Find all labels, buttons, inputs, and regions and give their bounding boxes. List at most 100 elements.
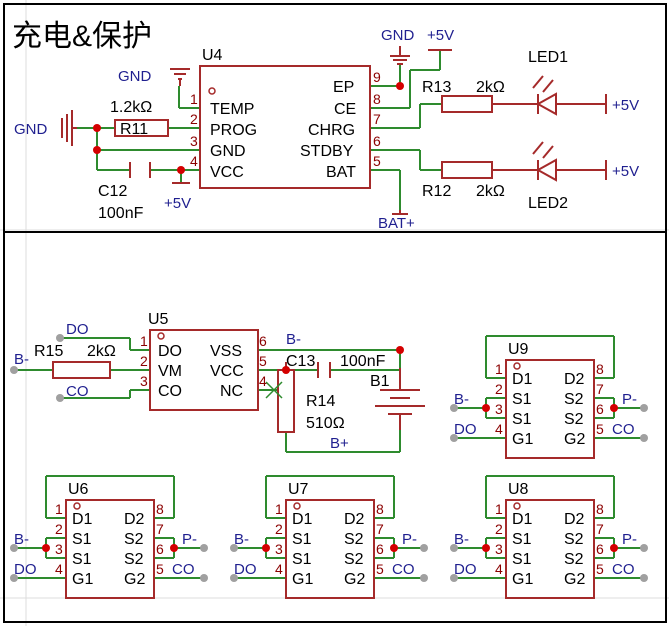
pin-number: 8 xyxy=(376,501,384,517)
pin-name: D2 xyxy=(564,511,585,528)
pin-number: 4 xyxy=(275,561,283,577)
net-endpoint xyxy=(640,544,648,552)
net-endpoint xyxy=(56,334,64,342)
pin-number: 2 xyxy=(55,521,63,537)
mosfet-body xyxy=(505,359,595,459)
bplus-net-label: B+ xyxy=(330,435,349,452)
pin-name: STDBY xyxy=(300,143,354,160)
net-endpoint xyxy=(420,574,428,582)
led1-supply-label: +5V xyxy=(612,97,639,114)
co-net-label: CO xyxy=(392,561,415,578)
pin-number: 1 xyxy=(55,501,63,517)
u4-ref: U4 xyxy=(202,47,223,64)
net-endpoint xyxy=(450,544,458,552)
pin-name: PROG xyxy=(210,122,257,139)
pin1-marker xyxy=(513,362,521,370)
co-net-label: CO xyxy=(612,421,635,438)
charger-section: U4 GND GND 1.2kΩ R11 C12 100nF +5V GND +… xyxy=(14,27,639,232)
pin-number: 6 xyxy=(596,401,604,417)
pin-number: 7 xyxy=(156,521,164,537)
junction-dot xyxy=(482,404,490,412)
junction-dot xyxy=(177,166,185,174)
led2-supply-label: +5V xyxy=(612,163,639,180)
r15-value: 2kΩ xyxy=(87,343,116,360)
pin-name: D1 xyxy=(512,511,533,528)
pin-number: 8 xyxy=(373,91,381,107)
pin-number: 9 xyxy=(373,69,381,85)
pminus-net-label: P- xyxy=(182,531,197,548)
do-net-label: DO xyxy=(234,561,257,578)
mosfet-blocks: U9B-DOP-CO1D18D22S17S23S16S24G15G2U6B-DO… xyxy=(10,335,648,599)
pin-number: 6 xyxy=(259,333,267,349)
pin-name: GND xyxy=(210,143,246,160)
net-endpoint xyxy=(10,544,18,552)
pin-name: D2 xyxy=(124,511,145,528)
pin-name: G1 xyxy=(292,571,313,588)
do-net-label: DO xyxy=(66,321,89,338)
bat-net-label: BAT+ xyxy=(378,215,415,232)
net-endpoint xyxy=(450,434,458,442)
pin-number: 2 xyxy=(275,521,283,537)
junction-dot xyxy=(42,544,50,552)
pin-name: G2 xyxy=(344,571,365,588)
pin-number: 3 xyxy=(190,133,198,149)
bminus-net-label: B- xyxy=(454,531,469,548)
pminus-net-label: P- xyxy=(402,531,417,548)
junction-dot xyxy=(170,544,178,552)
pin-number: 5 xyxy=(373,153,381,169)
c13-value: 100nF xyxy=(340,353,386,370)
pin-number: 3 xyxy=(495,541,503,557)
pin-number: 1 xyxy=(275,501,283,517)
pin-number: 7 xyxy=(376,521,384,537)
pin-name: CE xyxy=(334,101,356,118)
pminus-net-label: P- xyxy=(622,531,637,548)
pin-name: G2 xyxy=(564,571,585,588)
pin-name: S1 xyxy=(512,391,532,408)
do-net-label: DO xyxy=(454,421,477,438)
c13-ref: C13 xyxy=(286,353,315,370)
gnd-net-label: GND xyxy=(118,68,152,85)
r13-ref: R13 xyxy=(422,79,451,96)
pminus-net-label: P- xyxy=(622,391,637,408)
mosfet-ref: U8 xyxy=(508,481,529,498)
bminus-left-label: B- xyxy=(14,351,29,368)
pin-name: S2 xyxy=(344,551,364,568)
pin-number: 4 xyxy=(190,153,198,169)
pin-name: S1 xyxy=(72,531,92,548)
pin-number: 3 xyxy=(55,541,63,557)
pin-name: VSS xyxy=(210,343,242,360)
pin-number: 2 xyxy=(190,111,198,127)
junction-dot xyxy=(93,124,101,132)
pin-name: D1 xyxy=(512,371,533,388)
protection-section: U5 DO CO B- R15 2kΩ B- C13 100nF R14 510… xyxy=(10,311,425,453)
pin-number: 1 xyxy=(190,91,198,107)
net-endpoint xyxy=(450,574,458,582)
pin-number: 3 xyxy=(495,401,503,417)
pin-name: VM xyxy=(158,363,182,380)
net-endpoint xyxy=(10,366,18,374)
pin-name: S2 xyxy=(344,531,364,548)
co-net-label: CO xyxy=(612,561,635,578)
r11-ref: R11 xyxy=(120,121,148,138)
pin-number: 3 xyxy=(275,541,283,557)
b1-ref: B1 xyxy=(370,373,390,390)
pin-name: D2 xyxy=(564,371,585,388)
pin-name: CO xyxy=(158,383,182,400)
junction-dot xyxy=(396,82,404,90)
pin-name: G2 xyxy=(564,431,585,448)
net-endpoint xyxy=(640,574,648,582)
junction-dot xyxy=(390,544,398,552)
pin-number: 4 xyxy=(55,561,63,577)
pin-name: G1 xyxy=(72,571,93,588)
pin-number: 6 xyxy=(376,541,384,557)
pin-name: G2 xyxy=(124,571,145,588)
pin-number: 2 xyxy=(495,381,503,397)
pin-name: S1 xyxy=(512,411,532,428)
pin1-marker xyxy=(513,502,521,510)
pin1-marker xyxy=(293,502,301,510)
pin1-marker xyxy=(208,87,216,95)
